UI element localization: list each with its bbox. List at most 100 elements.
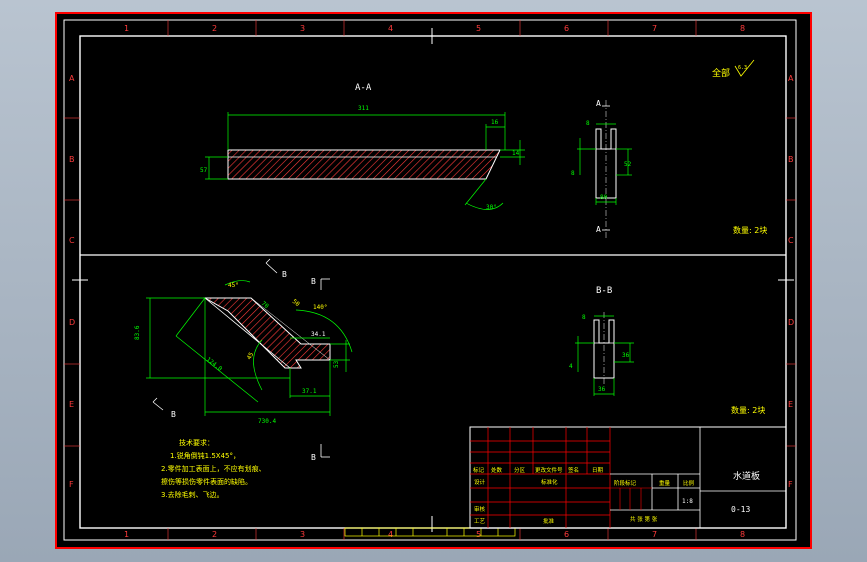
- bend-view: 83.6 124.0 730.4 37.1 53 34.1 45° 45 140…: [134, 258, 353, 462]
- dim-aa-angle: 30°: [486, 204, 497, 211]
- tb-header-zone: 分区: [514, 466, 526, 474]
- tb-label-review: 审核: [474, 505, 486, 513]
- tb-scale: 1:8: [682, 498, 693, 505]
- zone-bottom-5: 5: [476, 530, 481, 539]
- zone-top-3: 3: [300, 24, 305, 33]
- tb-header-mark: 标记: [473, 466, 485, 474]
- bend-mark-b3: B: [311, 277, 316, 286]
- bend-mark-b4: B: [311, 453, 316, 462]
- tech-note-2: 2.零件加工表面上，不应有划痕、: [161, 464, 266, 473]
- view-aa-part: [227, 149, 501, 180]
- tb-label-design: 设计: [474, 478, 486, 486]
- dim-bend-right: 37.1: [302, 388, 317, 395]
- quantity-top: 数量: 2块: [733, 225, 767, 235]
- zone-letters-right: A B C D E F: [786, 74, 796, 489]
- dim-bend-total: 730.4: [258, 418, 276, 425]
- dim-bb-top: 8: [582, 314, 586, 321]
- section-mark-a-bottom: A: [596, 225, 601, 234]
- zone-bottom-7: 7: [652, 530, 657, 539]
- dim-bend-a4: 50: [291, 298, 301, 308]
- zone-bottom-3: 3: [300, 530, 305, 539]
- tech-notes-title: 技术要求：: [179, 438, 214, 447]
- zone-left-e: E: [69, 400, 74, 409]
- dim-bend-edge: 53: [333, 360, 340, 368]
- tech-note-3: 擦伤等损伤零件表面的缺陷。: [161, 477, 252, 486]
- zone-right-a: A: [788, 74, 794, 83]
- outer-frame: [63, 19, 797, 541]
- drawing-canvas: [57, 14, 810, 547]
- dim-side-a-side: 52: [624, 161, 632, 168]
- zone-letters-left: A B C D E F: [64, 74, 80, 489]
- zone-bottom-1: 1: [124, 530, 129, 539]
- surface-finish-value: 6.3: [738, 65, 747, 71]
- zone-bottom-2: 2: [212, 530, 217, 539]
- tech-note-1: 1.锐角倒钝1.5X45°，: [170, 451, 240, 460]
- dim-side-a-left: 8: [571, 170, 575, 177]
- zone-left-b: B: [69, 155, 75, 164]
- zone-left-f: F: [69, 480, 74, 489]
- tb-header-file: 更改文件号: [535, 466, 563, 474]
- dim-side-a-bottom: 80: [600, 194, 608, 201]
- dim-bend-inner: 70: [260, 300, 270, 310]
- view-bb-title: B-B: [596, 286, 612, 296]
- dim-aa-length: 311: [358, 105, 369, 112]
- dim-bend-height: 83.6: [134, 325, 141, 340]
- zone-top-7: 7: [652, 24, 657, 33]
- dim-bend-a1: 45°: [228, 282, 239, 289]
- dim-bb-right: 36: [622, 352, 630, 359]
- zone-left-d: D: [69, 318, 75, 327]
- tb-label-sheets: 共 张 第 张: [630, 515, 658, 523]
- dim-bb-left: 4: [569, 363, 573, 370]
- zone-left-a: A: [69, 74, 75, 83]
- tb-label-standard: 标准化: [541, 478, 558, 486]
- tb-label-ratio: 比例: [683, 479, 695, 487]
- zone-top-8: 8: [740, 24, 745, 33]
- zone-top-4: 4: [388, 24, 393, 33]
- dim-aa-step: 16: [491, 119, 499, 126]
- tb-label-weight: 重量: [659, 479, 671, 487]
- tb-label-craft: 工艺: [474, 518, 486, 525]
- view-aa: A-A 311 16 14 57 30°: [200, 83, 525, 211]
- tb-part-name: 水道板: [733, 470, 760, 482]
- dim-bend-end: 34.1: [311, 331, 326, 338]
- title-block: 标记 处数 分区 更改文件号 签名 日期 设计 标准化 审核 工艺 批准 阶段标…: [469, 426, 787, 529]
- side-a-part: [595, 128, 617, 199]
- view-bb: B-B 8 4 36 36: [569, 286, 634, 396]
- zone-right-f: F: [788, 480, 793, 489]
- zone-right-e: E: [788, 400, 793, 409]
- zone-top-6: 6: [564, 24, 569, 33]
- dim-aa-height: 57: [200, 167, 208, 174]
- bb-part: [593, 319, 615, 379]
- zone-top-5: 5: [476, 24, 481, 33]
- dim-aa-thick: 14: [512, 150, 520, 157]
- zone-bottom-4: 4: [388, 530, 393, 539]
- zone-bottom-8: 8: [740, 530, 745, 539]
- zone-top-2: 2: [212, 24, 217, 33]
- zone-left-c: C: [69, 236, 75, 245]
- tb-header-count: 处数: [491, 466, 503, 474]
- bottom-ruler: [344, 527, 516, 537]
- bend-mark-b1: B: [282, 270, 287, 279]
- dim-bb-bottom: 36: [598, 386, 606, 393]
- tb-label-approve: 批准: [543, 517, 555, 525]
- dim-bend-a2: 45: [246, 351, 256, 361]
- quantity-bottom: 数量: 2块: [731, 405, 765, 415]
- zone-numbers-bottom: 1 2 3 4 5 6 7 8: [124, 528, 745, 540]
- bend-mark-b2: B: [171, 410, 176, 419]
- tb-header-sign: 签名: [568, 466, 579, 474]
- surface-finish-label: 全部: [712, 67, 730, 79]
- zone-numbers-top: 1 2 3 4 5 6 7 8: [124, 20, 745, 36]
- tb-label-stage: 阶段标记: [614, 479, 637, 487]
- zone-right-b: B: [788, 155, 794, 164]
- bend-part: [203, 297, 331, 369]
- zone-right-d: D: [788, 318, 794, 327]
- tech-notes: 技术要求： 1.锐角倒钝1.5X45°， 2.零件加工表面上，不应有划痕、 擦伤…: [161, 438, 266, 499]
- dim-side-a-top: 8: [586, 120, 590, 127]
- tb-drawing-no: 0-13: [731, 505, 750, 514]
- dim-bend-a3: 140°: [313, 304, 327, 311]
- surface-finish-icon: [734, 59, 755, 77]
- section-mark-a-top: A: [596, 99, 601, 108]
- side-view-a: A A 8 52 80 8: [571, 99, 632, 240]
